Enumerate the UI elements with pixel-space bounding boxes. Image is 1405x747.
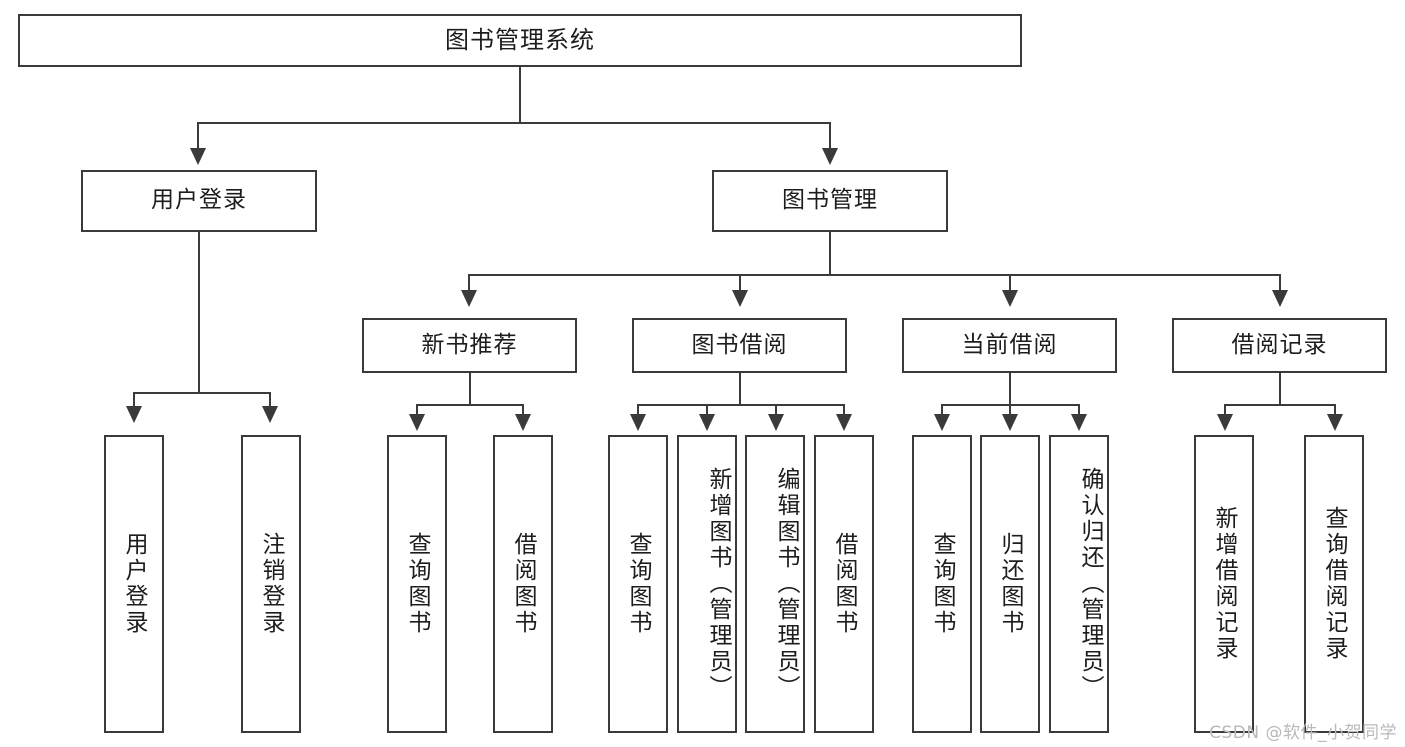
arrow-current-borrow-leaf-3 <box>1071 414 1087 431</box>
arrow-borrow-record-leaf-1 <box>1217 414 1233 431</box>
node-label: 用户登录 <box>121 532 147 636</box>
leaf-user-login-signout[interactable]: 注销登录 <box>241 435 301 733</box>
arrow-root-to-book-mgmt <box>822 148 838 165</box>
connector-book-mgmt-drop-4 <box>1279 274 1281 292</box>
connector-current-borrow-drop-1 <box>941 404 943 416</box>
node-borrow-record[interactable]: 借阅记录 <box>1172 318 1387 373</box>
node-label: 用户登录 <box>151 187 247 214</box>
node-label: 图书管理系统 <box>445 26 595 55</box>
leaf-book-borrow-query-book[interactable]: 查询图书 <box>608 435 668 733</box>
node-root-system[interactable]: 图书管理系统 <box>18 14 1022 67</box>
arrow-book-borrow-leaf-3 <box>768 414 784 431</box>
connector-user-login-drop-2 <box>269 392 271 408</box>
node-label: 查询图书 <box>625 532 651 636</box>
connector-current-borrow-stem <box>1009 373 1011 405</box>
leaf-book-borrow-edit-book[interactable]: 编辑图书（管理员） <box>745 435 805 733</box>
connector-root-bus <box>197 122 831 124</box>
arrow-root-to-user-login <box>190 148 206 165</box>
arrow-book-borrow-leaf-1 <box>630 414 646 431</box>
node-label: 注销登录 <box>258 532 284 636</box>
node-label: 新增借阅记录 <box>1211 506 1237 662</box>
node-book-borrow[interactable]: 图书借阅 <box>632 318 847 373</box>
leaf-borrow-record-query-record[interactable]: 查询借阅记录 <box>1304 435 1364 733</box>
connector-current-borrow-drop-3 <box>1078 404 1080 416</box>
connector-root-to-user-login <box>197 122 199 150</box>
node-label: 查询图书 <box>929 532 955 636</box>
node-label: 编辑图书（管理员） <box>773 467 799 701</box>
leaf-book-borrow-borrow-book[interactable]: 借阅图书 <box>814 435 874 733</box>
arrow-new-book-leaf-1 <box>409 414 425 431</box>
connector-borrow-record-stem <box>1279 373 1281 405</box>
leaf-borrow-record-add-record[interactable]: 新增借阅记录 <box>1194 435 1254 733</box>
arrow-book-mgmt-to-borrow-record <box>1272 290 1288 307</box>
connector-book-borrow-bus <box>637 404 845 406</box>
arrow-book-borrow-leaf-2 <box>699 414 715 431</box>
arrow-user-login-leaf-1 <box>126 406 142 423</box>
node-user-login[interactable]: 用户登录 <box>81 170 317 232</box>
connector-user-login-bus <box>133 392 271 394</box>
arrow-current-borrow-leaf-1 <box>934 414 950 431</box>
connector-current-borrow-drop-2 <box>1009 404 1011 416</box>
node-book-management[interactable]: 图书管理 <box>712 170 948 232</box>
arrow-current-borrow-leaf-2 <box>1002 414 1018 431</box>
leaf-new-book-query-book[interactable]: 查询图书 <box>387 435 447 733</box>
leaf-current-borrow-confirm-return[interactable]: 确认归还（管理员） <box>1049 435 1109 733</box>
node-label: 借阅记录 <box>1231 331 1328 358</box>
node-new-book-recommend[interactable]: 新书推荐 <box>362 318 577 373</box>
node-label: 归还图书 <box>997 532 1023 636</box>
node-label: 图书管理 <box>782 187 878 214</box>
node-current-borrow[interactable]: 当前借阅 <box>902 318 1117 373</box>
connector-borrow-record-drop-2 <box>1334 404 1336 416</box>
arrow-book-mgmt-to-new-book <box>461 290 477 307</box>
leaf-new-book-borrow-book[interactable]: 借阅图书 <box>493 435 553 733</box>
leaf-current-borrow-return-book[interactable]: 归还图书 <box>980 435 1040 733</box>
arrow-book-mgmt-to-current-borrow <box>1002 290 1018 307</box>
node-label: 查询图书 <box>404 532 430 636</box>
arrow-book-mgmt-to-book-borrow <box>732 290 748 307</box>
connector-borrow-record-bus <box>1224 404 1336 406</box>
connector-borrow-record-drop-1 <box>1224 404 1226 416</box>
node-label: 新书推荐 <box>421 331 518 358</box>
connector-book-mgmt-stem <box>829 232 831 275</box>
node-label: 查询借阅记录 <box>1321 506 1347 662</box>
node-label: 确认归还（管理员） <box>1077 467 1103 701</box>
arrow-new-book-leaf-2 <box>515 414 531 431</box>
node-label: 当前借阅 <box>961 331 1058 358</box>
connector-new-book-bus <box>416 404 524 406</box>
connector-book-mgmt-drop-2 <box>739 274 741 292</box>
node-label: 借阅图书 <box>510 532 536 636</box>
connector-user-login-stem <box>198 232 200 393</box>
leaf-user-login-signin[interactable]: 用户登录 <box>104 435 164 733</box>
node-label: 图书借阅 <box>691 331 788 358</box>
watermark-text: CSDN @软件_小贺同学 <box>1209 723 1397 743</box>
arrow-user-login-leaf-2 <box>262 406 278 423</box>
connector-book-borrow-drop-4 <box>843 404 845 416</box>
connector-book-borrow-drop-1 <box>637 404 639 416</box>
leaf-book-borrow-add-book[interactable]: 新增图书（管理员） <box>677 435 737 733</box>
connector-user-login-drop-1 <box>133 392 135 408</box>
leaf-current-borrow-query-book[interactable]: 查询图书 <box>912 435 972 733</box>
node-label: 借阅图书 <box>831 532 857 636</box>
connector-root-to-book-mgmt <box>829 122 831 150</box>
connector-book-borrow-drop-3 <box>775 404 777 416</box>
arrow-borrow-record-leaf-2 <box>1327 414 1343 431</box>
connector-root-stem <box>519 67 521 123</box>
arrow-book-borrow-leaf-4 <box>836 414 852 431</box>
node-label: 新增图书（管理员） <box>705 467 731 701</box>
connector-book-mgmt-drop-3 <box>1009 274 1011 292</box>
connector-new-book-stem <box>469 373 471 405</box>
connector-book-mgmt-drop-1 <box>468 274 470 292</box>
connector-new-book-drop-2 <box>522 404 524 416</box>
connector-new-book-drop-1 <box>416 404 418 416</box>
connector-book-borrow-stem <box>739 373 741 405</box>
connector-book-mgmt-bus <box>468 274 1280 276</box>
connector-book-borrow-drop-2 <box>706 404 708 416</box>
